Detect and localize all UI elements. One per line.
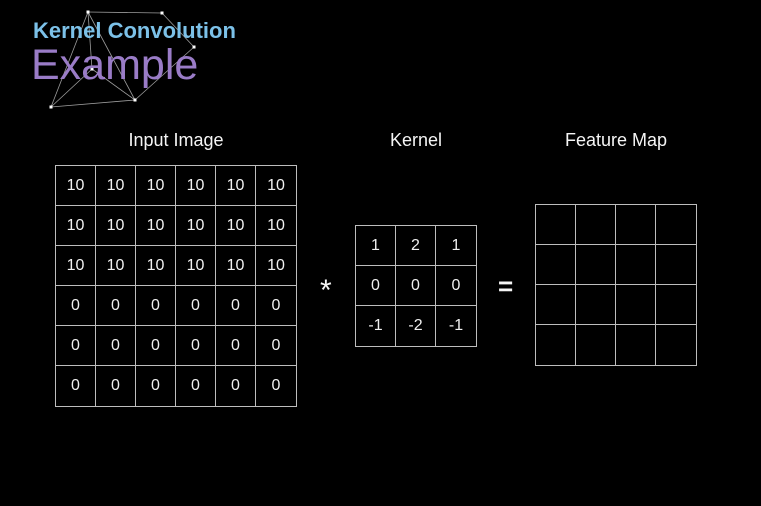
grid-cell: 0	[136, 366, 176, 406]
kernel-label: Kernel	[389, 130, 443, 150]
grid-cell	[656, 245, 696, 285]
grid-cell: 10	[176, 206, 216, 246]
grid-cell: 2	[396, 226, 436, 266]
grid-cell: 10	[176, 166, 216, 206]
grid-cell: 1	[436, 226, 476, 266]
grid-cell: 1	[356, 226, 396, 266]
grid-cell: 0	[396, 266, 436, 306]
input-image-label: Input Image	[128, 130, 224, 150]
network-graph-decoration	[49, 10, 196, 109]
grid-cell: -1	[448, 317, 464, 334]
grid-cell: 0	[56, 326, 96, 366]
grid-cell: 10	[256, 246, 296, 286]
page-title: Kernel Convolution	[33, 18, 236, 43]
grid-cell	[656, 325, 696, 365]
grid-cell: 0	[96, 326, 136, 366]
grid-cell: 10	[136, 206, 176, 246]
grid-cell: 0	[176, 326, 216, 366]
grid-cell	[616, 205, 656, 245]
grid-row: -1-2-1	[356, 306, 476, 346]
grid-cell	[536, 245, 576, 285]
grid-cell: 10	[96, 166, 136, 206]
grid-cell: 0	[256, 326, 296, 366]
page-subtitle: Example	[31, 41, 199, 89]
grid-cell	[616, 285, 656, 325]
equals-operator: =	[498, 271, 514, 301]
grid-cell	[576, 205, 616, 245]
grid-cell: 10	[96, 206, 136, 246]
grid-cell	[616, 245, 656, 285]
grid-cell: 10	[216, 166, 256, 206]
feature-map-label: Feature Map	[564, 130, 668, 150]
convolution-operator: *	[320, 274, 332, 307]
grid-cell: 10	[256, 166, 296, 206]
grid-cell: 0	[256, 286, 296, 326]
grid-row	[536, 205, 696, 245]
grid-cell	[656, 205, 696, 245]
grid-cell: 10	[96, 246, 136, 286]
grid-cell: -1	[356, 306, 396, 346]
grid-cell: 0	[136, 326, 176, 366]
grid-row	[536, 285, 696, 325]
graph-node-dot	[86, 10, 90, 14]
grid-cell: 10	[256, 206, 296, 246]
grid-row	[536, 245, 696, 285]
grid-cell: 10	[56, 246, 96, 286]
graph-node-dot	[90, 67, 94, 71]
grid-cell: 0	[56, 366, 96, 406]
grid-cell: 0	[216, 286, 256, 326]
grid-cell: 0	[136, 286, 176, 326]
grid-cell: 0	[176, 366, 216, 406]
grid-cell: 0	[96, 366, 136, 406]
graph-node-dot	[133, 98, 137, 102]
grid-cell	[576, 245, 616, 285]
grid-cell: 0	[96, 286, 136, 326]
grid-cell: 0	[436, 266, 476, 306]
grid-cell: 10	[216, 206, 256, 246]
grid-cell	[536, 205, 576, 245]
grid-cell: 10	[56, 206, 96, 246]
grid-cell: 10	[56, 166, 96, 206]
graph-node-dot	[49, 105, 53, 109]
grid-cell	[656, 285, 696, 325]
grid-cell	[536, 285, 576, 325]
grid-cell: 0	[356, 266, 396, 306]
grid-cell: -2	[396, 306, 436, 346]
grid-cell	[576, 285, 616, 325]
grid-cell: 10	[136, 246, 176, 286]
grid-cell	[616, 325, 656, 365]
grid-cell: 0	[216, 366, 256, 406]
feature-map-grid	[535, 204, 697, 366]
grid-row	[536, 325, 696, 365]
grid-cell: 10	[216, 246, 256, 286]
grid-cell: 0	[216, 326, 256, 366]
graph-node-dot	[160, 11, 164, 15]
grid-cell: 0	[56, 286, 96, 326]
grid-cell	[576, 325, 616, 365]
grid-cell: 0	[176, 286, 216, 326]
grid-cell: 10	[176, 246, 216, 286]
grid-cell: 0	[271, 377, 281, 394]
grid-cell	[536, 325, 576, 365]
graph-node-dot	[192, 45, 196, 49]
grid-cell: 10	[136, 166, 176, 206]
